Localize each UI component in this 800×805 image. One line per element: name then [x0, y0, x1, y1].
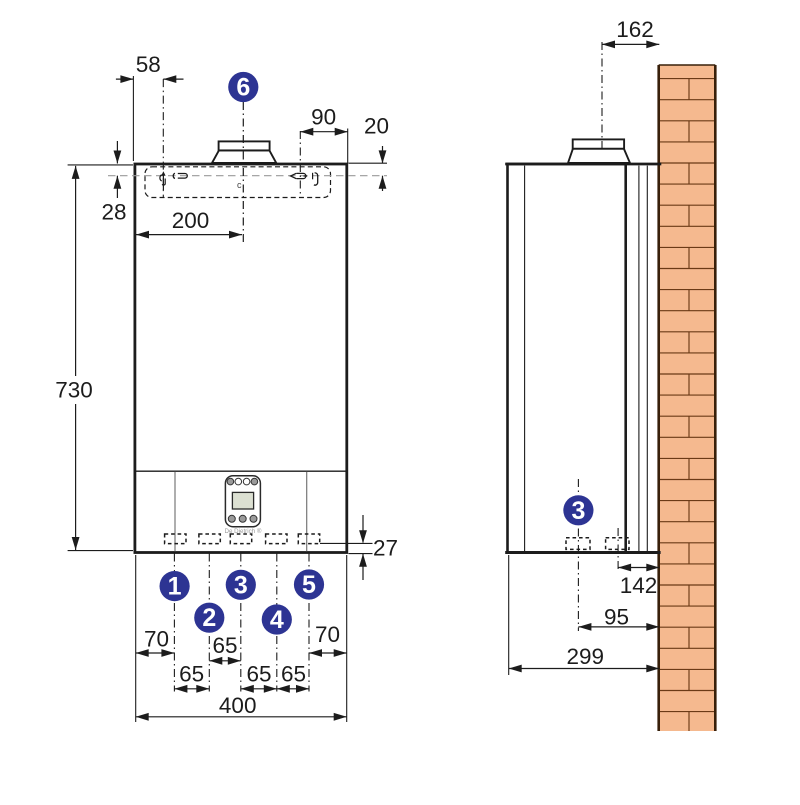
svg-text:95: 95 [604, 604, 629, 629]
svg-text:58: 58 [136, 52, 161, 77]
svg-text:65: 65 [246, 662, 271, 687]
svg-text:70: 70 [144, 627, 169, 652]
svg-text:65: 65 [179, 662, 204, 687]
svg-text:20: 20 [364, 113, 389, 138]
svg-text:90: 90 [311, 105, 336, 130]
svg-text:1: 1 [168, 573, 182, 601]
svg-text:200: 200 [172, 208, 210, 233]
svg-text:28: 28 [101, 199, 126, 224]
svg-text:730: 730 [55, 378, 93, 403]
svg-text:142: 142 [620, 573, 658, 598]
svg-text:2: 2 [202, 604, 216, 632]
svg-text:3: 3 [571, 497, 585, 525]
svg-text:299: 299 [567, 644, 605, 669]
svg-text:162: 162 [616, 17, 654, 42]
svg-text:3: 3 [234, 571, 248, 599]
svg-text:4: 4 [270, 606, 284, 634]
svg-text:70: 70 [315, 622, 340, 647]
svg-text:65: 65 [281, 662, 306, 687]
svg-text:c: c [237, 180, 242, 190]
svg-text:27: 27 [373, 536, 398, 561]
svg-text:5: 5 [302, 571, 316, 599]
svg-text:De Dietrich ®: De Dietrich ® [225, 528, 262, 535]
svg-text:65: 65 [212, 633, 237, 658]
svg-text:6: 6 [236, 74, 250, 102]
svg-text:400: 400 [219, 693, 257, 718]
